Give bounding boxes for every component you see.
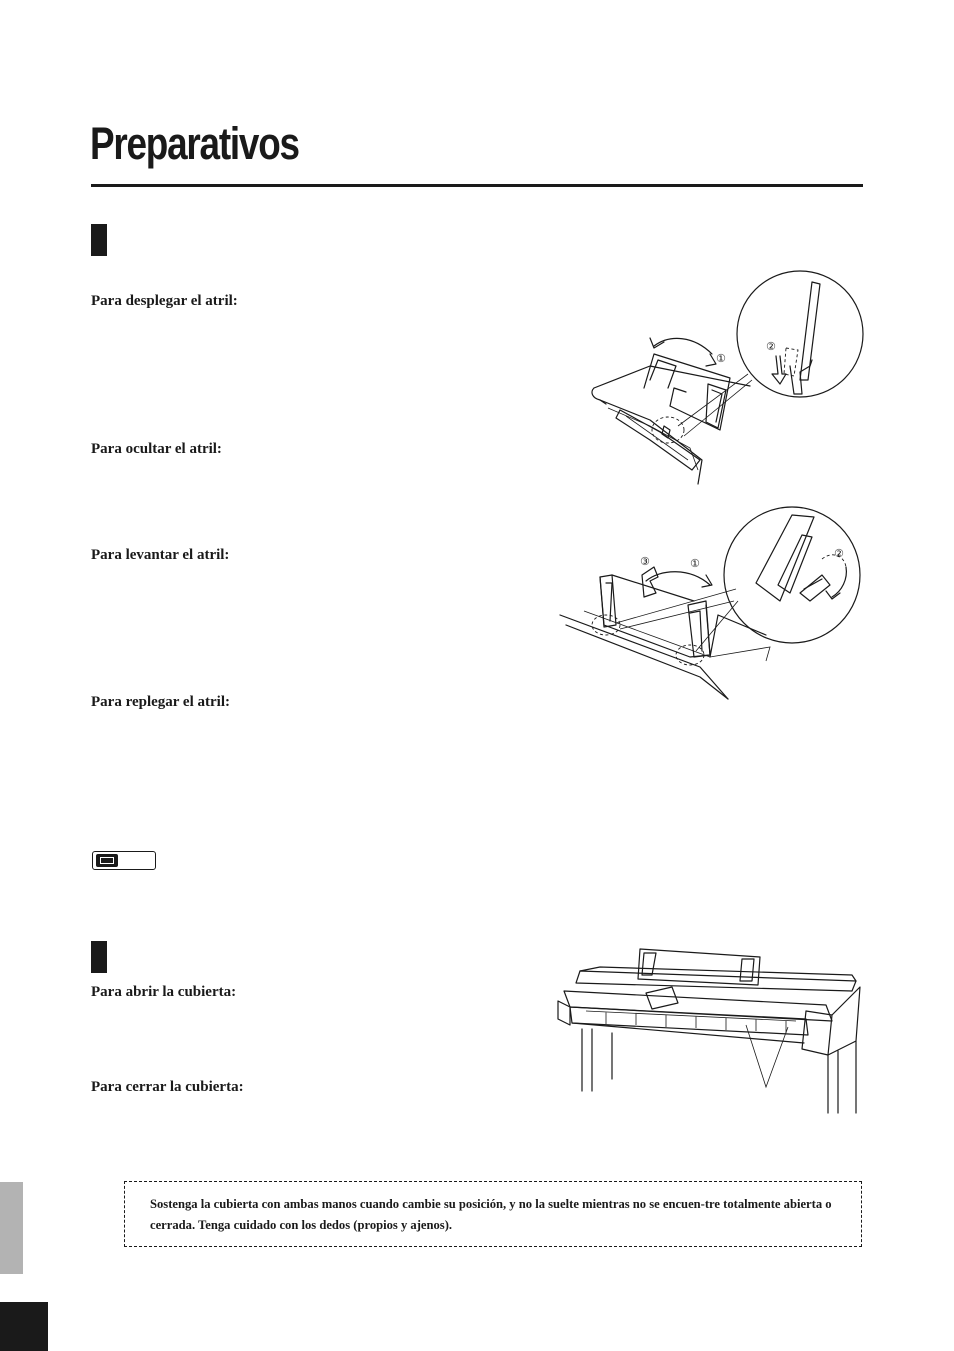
label-open-cover: Para abrir la cubierta: <box>91 984 237 1000</box>
keyboard-note-icon <box>92 851 156 870</box>
step-number: ② <box>834 547 844 560</box>
page-title: Preparativos <box>90 118 300 169</box>
section-marker-key-cover <box>91 941 107 973</box>
step-number: ③ <box>640 555 650 568</box>
step-number: ① <box>716 352 726 365</box>
piano-key-cover-illustration <box>557 948 861 1114</box>
label-raise-music-rest: Para levantar el atril: <box>91 547 230 563</box>
section-marker-music-rest <box>91 224 107 256</box>
caution-box: Sostenga la cubierta con ambas manos cua… <box>124 1181 862 1247</box>
step-number: ② <box>766 340 776 353</box>
music-rest-raise-illustration: ① ③ ② <box>559 506 861 700</box>
language-side-tab <box>0 1182 23 1274</box>
page-number-tab <box>0 1302 48 1351</box>
step-number: ① <box>690 557 700 570</box>
caution-text: Sostenga la cubierta con ambas manos cua… <box>150 1197 832 1232</box>
title-rule <box>91 184 863 187</box>
label-unfold-music-rest: Para desplegar el atril: <box>91 293 238 309</box>
label-close-cover: Para cerrar la cubierta: <box>91 1079 244 1095</box>
music-rest-unfold-illustration: ① ② <box>591 270 864 485</box>
label-fold-music-rest: Para replegar el atril: <box>91 694 230 710</box>
label-hide-music-rest: Para ocultar el atril: <box>91 441 222 457</box>
